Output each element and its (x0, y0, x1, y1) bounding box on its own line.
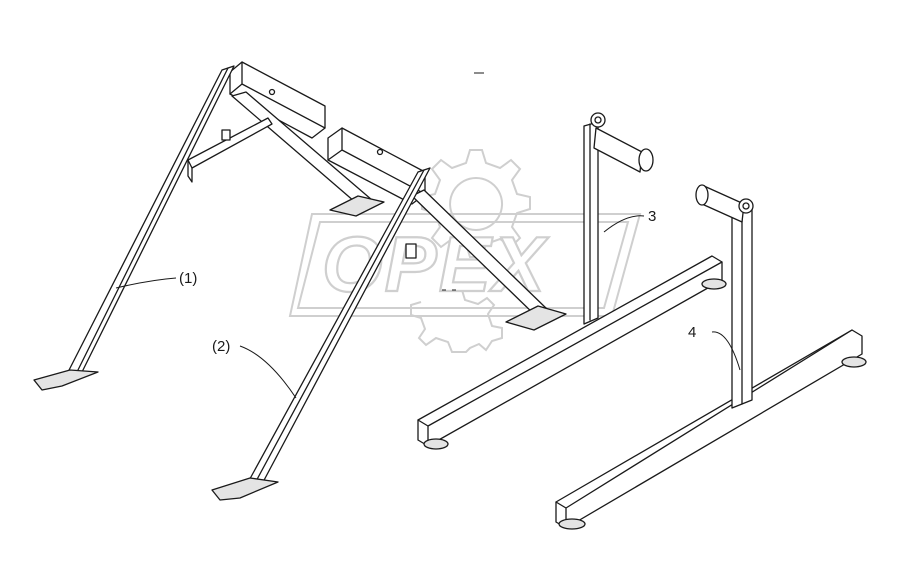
foot-2 (211, 477, 279, 501)
callout-label-2: (2) (212, 338, 230, 355)
foot-1 (33, 369, 99, 391)
callout-1: (1) (115, 270, 197, 289)
leg-2 (245, 167, 431, 487)
callout-3: 3 (603, 208, 656, 233)
watermark-gear-lower (410, 289, 503, 353)
a-frame-stand (33, 61, 567, 501)
stand-3-post (583, 121, 599, 325)
side-bracket (187, 117, 273, 169)
stand-4-roller (701, 185, 745, 223)
stand-4-base (555, 329, 863, 529)
callout-label-3: 3 (648, 208, 656, 225)
callout-label-4: 4 (688, 324, 696, 341)
stand-3-roller (593, 127, 643, 173)
callout-label-1: (1) (179, 270, 197, 287)
roller-stand-3 (417, 112, 727, 450)
callout-4: 4 (688, 324, 741, 371)
callout-2: (2) (212, 338, 297, 399)
brace-foot-left (329, 195, 385, 217)
roller-stand-4 (555, 184, 867, 530)
brace-foot-right (505, 305, 567, 331)
leg-1 (65, 65, 235, 377)
